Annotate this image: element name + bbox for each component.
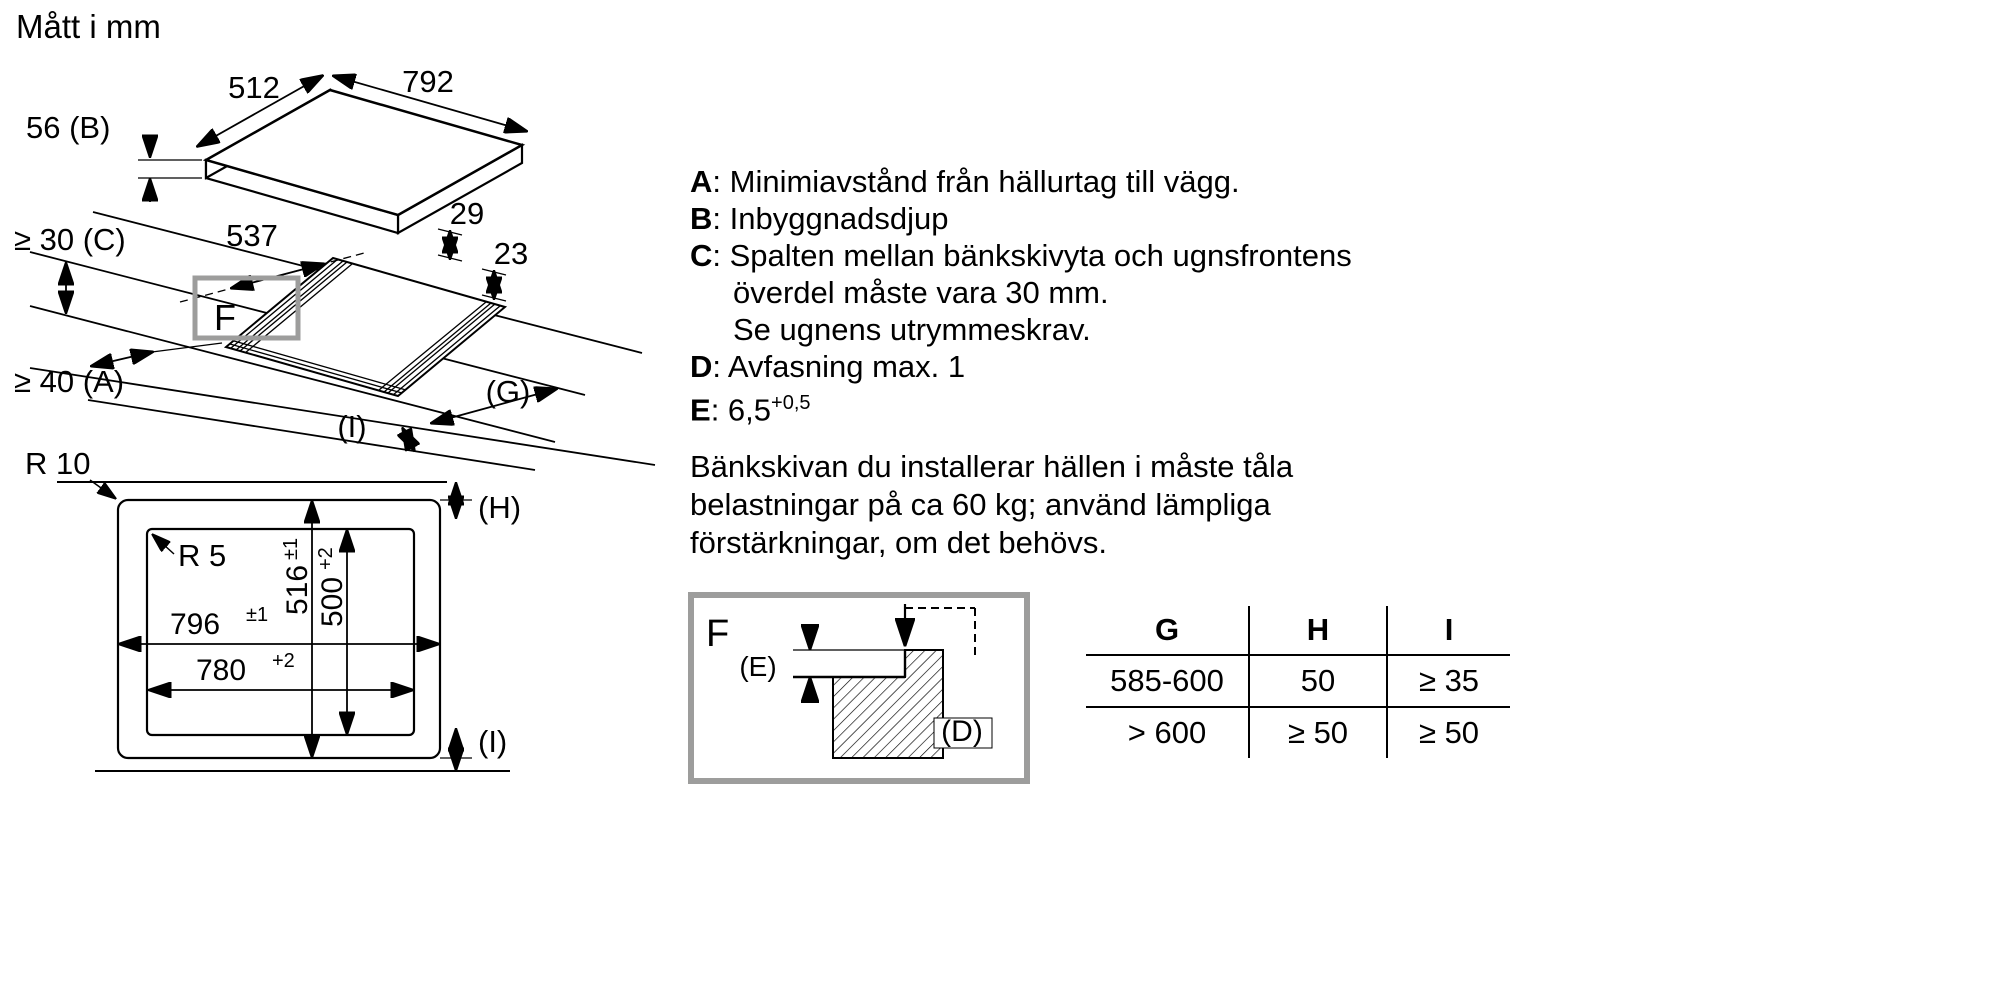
- hob-dashed-outline: [905, 607, 976, 660]
- dim-792-label: 792: [402, 64, 454, 99]
- dim-512: 512: [198, 70, 322, 146]
- load-note: Bänkskivan du installerar hällen i måste…: [690, 448, 1293, 562]
- radius-outer: R 10: [25, 446, 115, 498]
- radius-inner: R 5: [153, 535, 226, 573]
- table-cell: ≥ 50: [1388, 706, 1510, 758]
- plan-outer-rect: [116, 498, 442, 760]
- radius-outer-label: R 10: [25, 446, 90, 481]
- detail-f-label: F: [706, 613, 729, 655]
- table-cell: 50: [1248, 654, 1388, 706]
- label-i: (I): [337, 409, 366, 444]
- dim-792: 792: [334, 64, 526, 131]
- dim-e: (E): [739, 624, 810, 702]
- legend-line-c2: överdel måste vara 30 mm.: [733, 275, 1109, 310]
- dim-516-label: 516: [281, 565, 314, 615]
- dim-40a: ≥ 40 (A): [14, 342, 223, 399]
- label-i-plan: (I): [478, 724, 507, 759]
- table-cell: ≥ 35: [1388, 654, 1510, 706]
- dim-500-tol: +2: [315, 547, 337, 570]
- table-header-h: H: [1248, 606, 1388, 654]
- legend-line-c3: Se ugnens utrymmeskrav.: [733, 312, 1091, 347]
- legend-line-e: E: 6,5+0,5: [690, 392, 811, 428]
- dim-29-label: 29: [450, 196, 484, 231]
- dim-40a-label: ≥ 40 (A): [14, 364, 124, 399]
- dim-d: (D): [933, 715, 993, 749]
- dim-23-label: 23: [494, 236, 528, 271]
- worktop-section: [793, 649, 944, 759]
- legend: A: Minimiavstånd från hällurtag till väg…: [690, 163, 1352, 428]
- note-line-3: förstärkningar, om det behövs.: [690, 525, 1108, 560]
- dim-500-label: 500: [316, 577, 349, 627]
- label-h: (H): [478, 490, 521, 525]
- legend-line-a: A: Minimiavstånd från hällurtag till väg…: [690, 164, 1240, 199]
- dim-796: 796 ±1: [120, 604, 438, 644]
- detail-f-diagram: F (E) (D): [688, 592, 1030, 784]
- legend-line-b: B: Inbyggnadsdjup: [690, 201, 949, 236]
- dim-i: (I): [337, 409, 414, 450]
- plan-inner-rect: [145, 527, 416, 737]
- dim-796-label: 796: [170, 608, 220, 641]
- table-header-i: I: [1444, 612, 1454, 647]
- dim-516-tol: ±1: [280, 538, 302, 560]
- table-header-g: G: [1154, 612, 1180, 647]
- dim-30c: ≥ 30 (C): [14, 222, 126, 312]
- dim-56b-label: 56 (B): [26, 110, 110, 145]
- detail-f-callout: F: [192, 275, 301, 341]
- detail-f-callout-label: F: [214, 297, 236, 338]
- note-line-1: Bänkskivan du installerar hällen i måste…: [690, 449, 1294, 484]
- worktop-hatched-body: [832, 649, 944, 759]
- dimension-table: G H I 585-600 50 ≥ 35 > 600 ≥ 50 ≥ 50: [1086, 606, 1510, 758]
- dim-i-plan: (I): [95, 724, 510, 772]
- dim-512-label: 512: [228, 70, 280, 105]
- table-cell: 585-600: [1086, 654, 1248, 706]
- label-g: (G): [486, 374, 531, 409]
- dim-g: (G): [432, 374, 556, 423]
- dim-796-tol: ±1: [246, 604, 268, 626]
- table-cell: ≥ 50: [1248, 706, 1388, 758]
- legend-line-d: D: Avfasning max. 1: [690, 349, 966, 384]
- dim-56b: 56 (B): [26, 110, 202, 202]
- perspective-diagram: 512 792 56 (B) ≥ 30 (C) 537 29: [14, 64, 656, 471]
- note-line-2: belastningar på ca 60 kg; använd lämplig…: [690, 487, 1271, 522]
- radius-inner-label: R 5: [178, 538, 226, 573]
- dim-537: 537: [226, 218, 323, 288]
- dim-30c-label: ≥ 30 (C): [14, 222, 126, 257]
- dim-780: 780 +2: [150, 650, 412, 690]
- dim-29: 29: [437, 196, 484, 262]
- dim-23: 23: [481, 236, 528, 302]
- legend-e-superscript: +0,5: [771, 392, 811, 414]
- dim-h: (H): [440, 484, 521, 525]
- legend-line-c: C: Spalten mellan bänkskivyta och ugnsfr…: [690, 238, 1352, 273]
- table-cell: > 600: [1086, 706, 1248, 758]
- dim-780-label: 780: [196, 654, 246, 687]
- label-d: (D): [941, 715, 983, 748]
- dim-500: 500 +2: [315, 531, 349, 733]
- dim-537-label: 537: [226, 218, 278, 253]
- label-e: (E): [739, 651, 776, 682]
- dim-780-tol: +2: [272, 650, 295, 672]
- cutout-plan-diagram: R 10 R 5 516 ±1 500 +2 796 ±1 780 +2: [25, 446, 521, 772]
- dim-516: 516 ±1: [280, 502, 314, 756]
- page-title: Mått i mm: [16, 8, 161, 45]
